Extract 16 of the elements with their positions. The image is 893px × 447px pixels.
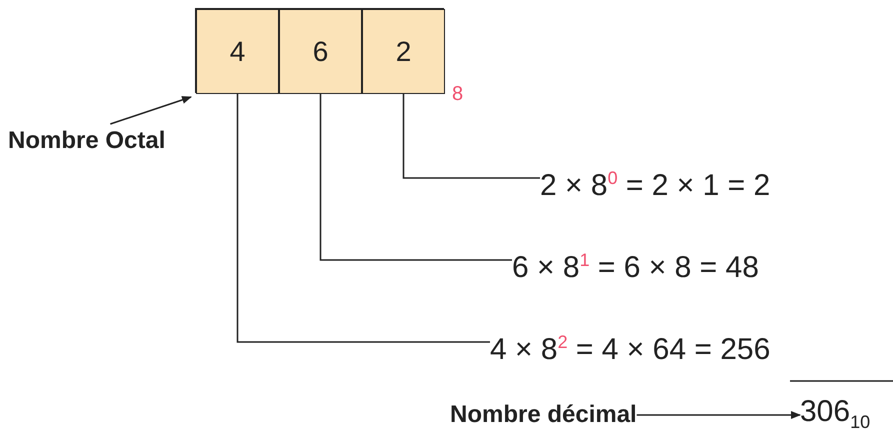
connector-line [402,94,540,179]
number-box [195,8,444,93]
caption-label: Nombre décimal [450,398,637,432]
result-number: 306$_{10}$ [800,392,870,434]
equation: 2 × 8$^{0}$ = 2 × 1 = 2 [540,158,770,198]
digit-cell: 2 [362,9,445,94]
caption-label: Nombre Octal [8,124,166,158]
base-subscript: 8 [452,83,464,106]
connector-line [236,94,490,343]
equation: 4 × 8$^{2}$ = 4 × 64 = 256 [490,322,770,362]
equation: 6 × 8$^{1}$ = 6 × 8 = 48 [512,240,759,280]
digit-cell: 6 [279,9,362,94]
arrow [636,411,801,419]
connector-line [320,94,512,261]
arrow [110,96,192,125]
digit-cell: 4 [196,9,279,94]
